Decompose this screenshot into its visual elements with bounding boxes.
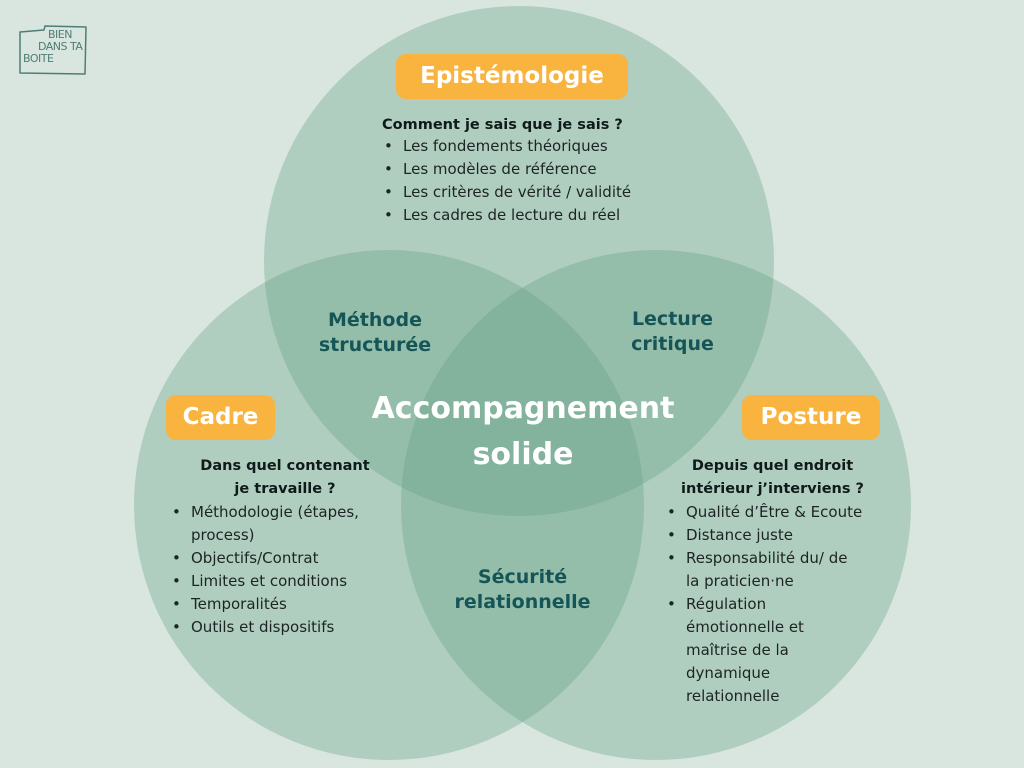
overlap-securite-line2: relationnelle [454, 591, 591, 613]
center-label: Accompagnement solide [330, 386, 716, 478]
cadre-list: Méthodologie (étapes, process) Objectifs… [170, 501, 402, 639]
overlap-securite-line1: Sécurité [477, 566, 568, 588]
cadre-question-line2: je travaille ? [234, 481, 336, 497]
cadre-question: Dans quel contenant je travaille ? [170, 455, 400, 501]
list-item: Qualité d’Être & Ecoute [665, 501, 895, 524]
center-label-line1: Accompagnement [371, 391, 675, 426]
overlap-methode-structuree: Méthode structurée [300, 308, 450, 358]
list-item: Responsabilité du/ de la praticien·ne [665, 547, 851, 593]
overlap-methode-line2: structurée [318, 334, 432, 356]
list-item: Les modèles de référence [382, 158, 702, 181]
cadre-title-badge: Cadre [166, 395, 275, 440]
list-item: Régulation émotionnelle et maîtrise de l… [665, 593, 836, 708]
posture-list: Qualité d’Être & Ecoute Distance juste R… [665, 501, 895, 708]
center-label-line2: solide [472, 437, 574, 472]
epistemologie-title-badge: Epistémologie [396, 54, 628, 99]
overlap-lecture-critique: Lecture critique [600, 307, 745, 357]
list-item: Méthodologie (étapes, process) [170, 501, 402, 547]
brand-logo: BIEN DANS TA BOITE [18, 24, 88, 76]
overlap-lecture-line1: Lecture [631, 308, 714, 330]
epistemologie-question: Comment je sais que je sais ? [382, 117, 623, 133]
overlap-methode-line1: Méthode [328, 309, 422, 331]
logo-text-line3: BOITE [23, 52, 54, 65]
list-item: Les fondements théoriques [382, 135, 702, 158]
posture-question: Depuis quel endroit intérieur j’intervie… [660, 455, 885, 501]
overlap-securite-relationnelle: Sécurité relationnelle [440, 565, 605, 615]
logo-text-line2: DANS TA [38, 40, 83, 53]
overlap-lecture-line2: critique [631, 333, 714, 355]
list-item: Temporalités [170, 593, 402, 616]
circle-epistemologie [264, 6, 774, 516]
list-item: Objectifs/Contrat [170, 547, 402, 570]
cadre-question-line1: Dans quel contenant [200, 458, 370, 474]
list-item: Distance juste [665, 524, 895, 547]
posture-title-badge: Posture [742, 395, 880, 440]
logo-text-line1: BIEN [48, 28, 72, 41]
posture-question-line2: intérieur j’interviens ? [681, 481, 864, 497]
epistemologie-list: Les fondements théoriques Les modèles de… [382, 135, 702, 227]
list-item: Les critères de vérité / validité [382, 181, 702, 204]
list-item: Les cadres de lecture du réel [382, 204, 702, 227]
list-item: Outils et dispositifs [170, 616, 402, 639]
list-item: Limites et conditions [170, 570, 402, 593]
posture-question-line1: Depuis quel endroit [691, 458, 854, 474]
